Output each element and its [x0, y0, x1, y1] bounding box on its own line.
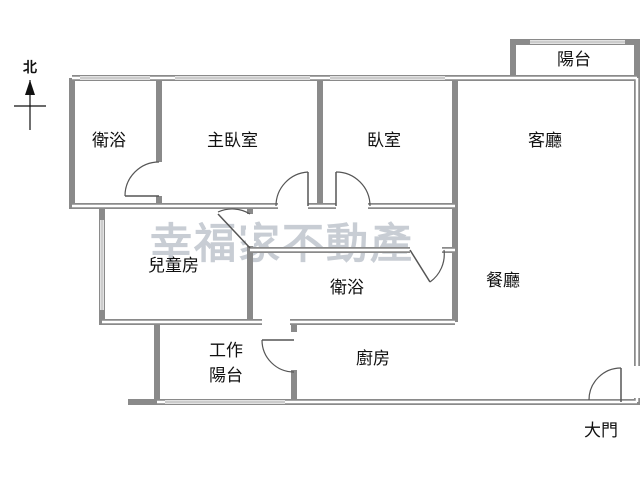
door-bath-northwest — [124, 161, 163, 197]
room-labels: 衛浴 主臥室 臥室 客廳 陽台 兒童房 衛浴 餐廳 工作 陽台 廚房 大門 — [92, 50, 618, 441]
door-bedroom — [335, 171, 371, 210]
door-work-balcony — [261, 318, 298, 373]
room-work-balcony-line2: 陽台 — [209, 366, 243, 386]
room-balcony: 陽台 — [557, 50, 591, 70]
main-door-label: 大門 — [584, 421, 618, 441]
room-kids-room: 兒童房 — [148, 256, 199, 276]
watermark-text: 幸福家不動產 — [150, 219, 414, 268]
room-kitchen: 廚房 — [356, 348, 390, 369]
room-dining-room: 餐廳 — [486, 271, 520, 291]
windows — [80, 40, 625, 404]
door-bath-center — [409, 246, 445, 283]
room-bath-northwest: 衛浴 — [92, 131, 126, 151]
door-kids-room — [217, 208, 254, 249]
door-master-bedroom — [275, 171, 309, 210]
north-arrow-icon — [14, 80, 46, 130]
north-label: 北 — [23, 60, 37, 76]
room-bedroom: 臥室 — [367, 131, 401, 151]
room-work-balcony-line1: 工作 — [209, 341, 243, 361]
room-bath-center: 衛浴 — [330, 278, 364, 298]
room-master-bedroom: 主臥室 — [207, 131, 258, 151]
door-main — [588, 366, 640, 402]
room-living-room: 客廳 — [528, 131, 562, 151]
doors — [124, 161, 640, 402]
